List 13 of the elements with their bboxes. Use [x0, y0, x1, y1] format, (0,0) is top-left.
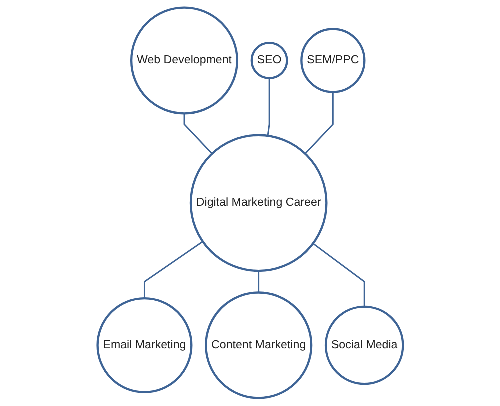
node-circle: SEO	[250, 42, 288, 80]
node-circle: Email Marketing	[96, 297, 192, 394]
connector	[258, 271, 260, 293]
node-circle: Social Media	[324, 306, 404, 386]
connector	[266, 78, 270, 136]
node-circle: SEM/PPC	[300, 28, 366, 94]
node-circle: Digital Marketing Career	[189, 134, 328, 272]
connector	[183, 114, 212, 154]
node-circle: Content Marketing	[204, 292, 312, 400]
connector	[304, 92, 334, 154]
node-circle: Web Development	[130, 6, 238, 115]
connector	[312, 243, 365, 307]
connector	[144, 241, 203, 299]
